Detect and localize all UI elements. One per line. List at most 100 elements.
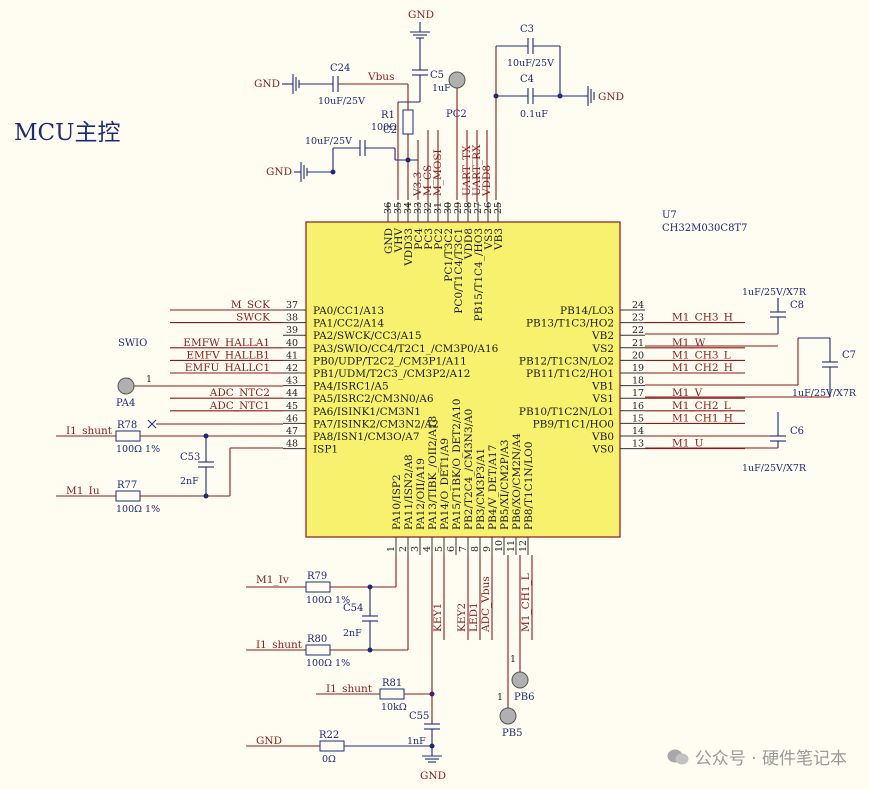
left-pin-label: PA8/ISN1/CM3O/A7 xyxy=(313,431,420,443)
left-pin-label: PA0/CC1/A13 xyxy=(313,305,384,317)
bottom-pin-number: 10 xyxy=(494,540,505,552)
bottom-pin-label: PA10/ISP2 xyxy=(391,474,403,530)
top-pin-number: 32 xyxy=(423,202,434,214)
right-net-label: M1_V xyxy=(672,387,703,399)
c24-ref: C24 xyxy=(330,63,350,74)
left-pin-label: PA5/ISRC2/CM3N0/A6 xyxy=(313,393,434,405)
right-pin-label: VB2 xyxy=(591,330,614,342)
bottom-pin-number: 12 xyxy=(518,540,529,552)
r81-ref: R81 xyxy=(382,678,402,689)
r80-net: I1_shunt xyxy=(256,639,303,651)
bottom-pin-number: 1 xyxy=(386,546,397,552)
bottom-pin-number: 2 xyxy=(398,546,409,552)
r78-val: 100Ω 1% xyxy=(116,444,160,455)
pb5-test-point[interactable]: PB5 xyxy=(499,707,522,739)
right-net-label: M1_CH3_H xyxy=(672,312,733,324)
top-pin-label: VB3 xyxy=(493,228,505,251)
right-pin-label: PB14/LO3 xyxy=(560,305,614,317)
bottom-pin-number: 6 xyxy=(446,546,457,552)
bottom-pin-number: 4 xyxy=(422,546,433,552)
top-pin-number: 31 xyxy=(433,202,444,214)
c3-val: 10uF/25V xyxy=(507,58,554,69)
left-pin-label: PA2/SWCK/CC3/A15 xyxy=(313,330,422,342)
right-pin-number: 20 xyxy=(632,350,644,361)
left-net-label: EMFV_HALLB1 xyxy=(186,349,270,361)
bottom-pin-label: PB6/XO/CM2N/A4 xyxy=(511,433,523,530)
pc2-test-point[interactable]: PC2 xyxy=(446,71,467,200)
left-pin-number: 39 xyxy=(286,325,298,336)
mcu-chip-body xyxy=(305,221,621,538)
bottom-pin-number: 9 xyxy=(482,546,493,552)
r1-ref: R1 xyxy=(381,110,395,121)
right-pin-number: 21 xyxy=(632,338,644,349)
r79-val: 100Ω 1% xyxy=(306,595,350,606)
left-pin-number: 43 xyxy=(286,376,298,387)
right-pin-number: 17 xyxy=(632,388,644,399)
top-pin-number: 36 xyxy=(383,202,394,214)
right-pin-number: 18 xyxy=(632,376,644,387)
top-pin-number: 26 xyxy=(483,202,494,214)
r22-net: GND xyxy=(256,735,282,747)
chip-part: CH32M030C8T7 xyxy=(662,223,747,234)
bottom-pin-label: PA15/T1BK/O_DET2/A10 xyxy=(451,399,463,530)
gnd-label-c2: GND xyxy=(266,166,292,178)
bottom-pin-label: PB8/T1C1N/LO0 xyxy=(523,442,535,530)
bottom-net-label: M1_CH1_L xyxy=(520,573,532,632)
pb5-pin-num: 1 xyxy=(497,692,503,703)
top-pin-label: VDD33 xyxy=(403,228,415,267)
bottom-pin-label: PA11/ISN2/A8 xyxy=(403,454,415,530)
top-pin-label: PC0/T1C4/T3C1 xyxy=(453,228,465,314)
pb6-pin-num: 1 xyxy=(510,654,516,665)
bottom-pin-label: PA13/TIBK_/OII2/A18 xyxy=(427,416,439,530)
left-net-label: ADC_NTC1 xyxy=(209,400,270,412)
left-pin-number: 38 xyxy=(286,313,298,324)
r77-net: M1_Iu xyxy=(66,485,100,497)
c6-val: 1uF/25V/X7R xyxy=(742,463,807,474)
right-net-label: M1_CH2_L xyxy=(672,400,731,412)
right-pin-label: PB13/T1C3/HO2 xyxy=(526,318,614,330)
right-pin-number: 19 xyxy=(632,363,644,374)
gnd-label-c4: GND xyxy=(598,91,624,103)
pa4-label: PA4 xyxy=(116,398,135,409)
left-pin-number: 40 xyxy=(286,338,298,349)
right-pin-number: 16 xyxy=(632,401,644,412)
pa4-test-point[interactable]: PA4 1 xyxy=(116,374,283,409)
top-pin-number: 28 xyxy=(463,202,474,214)
watermark: 公众号 · 硬件笔记本 xyxy=(667,744,847,769)
r80-ref: R80 xyxy=(307,634,327,645)
left-pin-label: PB0/UDP/T2C2_/CM3P1/A11 xyxy=(313,355,467,367)
r81-val: 10kΩ xyxy=(381,702,407,713)
r77-val: 100Ω 1% xyxy=(116,504,160,515)
left-pin-label: ISP1 xyxy=(313,444,338,456)
r77-ref: R77 xyxy=(117,480,137,491)
bottom-pin-label: PB4/V_DET/A17 xyxy=(487,445,499,530)
right-pin-label: VS2 xyxy=(592,343,614,355)
c7-val: 1uF/25V/X7R xyxy=(792,388,857,399)
right-pin-number: 13 xyxy=(632,439,644,450)
bottom-pin-number: 11 xyxy=(506,540,517,552)
chip-ref: U7 xyxy=(662,210,677,221)
left-pin-number: 48 xyxy=(286,439,298,450)
r80-val: 100Ω 1% xyxy=(306,658,350,669)
top-pin-number: 30 xyxy=(443,202,454,214)
left-pin-number: 41 xyxy=(286,350,298,361)
bottom-net-label: KEY2 xyxy=(456,603,468,632)
right-pin-label: PB12/T1C3N/LO2 xyxy=(519,355,614,367)
c7-ref: C7 xyxy=(842,350,856,361)
c4-ref: C4 xyxy=(520,74,534,85)
c3-ref: C3 xyxy=(520,24,534,35)
swio-label: SWIO xyxy=(118,338,147,349)
left-net-label: ADC_NTC2 xyxy=(209,387,270,399)
bottom-net-label: KEY1 xyxy=(432,603,444,632)
left-pin-label: PB1/UDM/T2C3_/CM3P2/A12 xyxy=(313,368,470,380)
left-pin-number: 37 xyxy=(286,300,298,311)
right-pin-number: 23 xyxy=(632,313,644,324)
r1-val: 100Ω xyxy=(371,122,397,133)
watermark-text: 公众号 · 硬件笔记本 xyxy=(694,749,847,769)
pb6-test-point[interactable]: PB6 xyxy=(511,671,534,703)
c55-val: 1nF xyxy=(407,736,426,747)
c2-ref: C2 xyxy=(383,125,397,136)
